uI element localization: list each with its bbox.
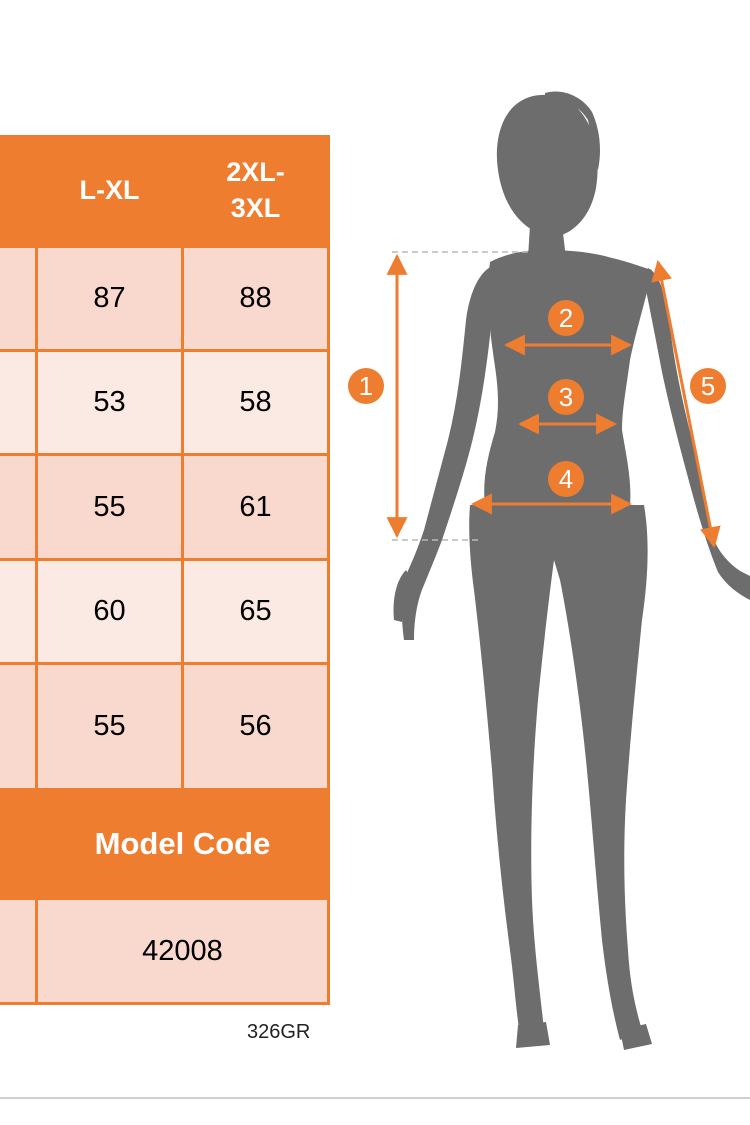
cell-value: 88 [239, 282, 272, 314]
model-code-label-text: Model Code [94, 826, 271, 861]
bottom-divider [0, 1097, 750, 1099]
product-reference: 326GR [247, 1021, 311, 1043]
model-code-value-text: 42008 [142, 934, 223, 967]
table-cell: 56 [184, 665, 327, 788]
table-cell: 88 [184, 248, 327, 349]
cell-value: 58 [239, 386, 272, 418]
cell-value: 53 [93, 386, 126, 418]
cell-value: 87 [93, 282, 126, 314]
table-cell: 55 [38, 665, 181, 788]
table-cell: 55 [38, 456, 181, 558]
measurement-figure: 1 2 3 4 5 [330, 0, 750, 1125]
cropped-cell [0, 561, 35, 662]
table-cell: 58 [184, 352, 327, 453]
body-silhouette-svg: 1 2 3 4 5 [348, 91, 750, 1050]
marker-2: 2 [548, 300, 584, 336]
marker-1: 1 [348, 368, 384, 404]
cell-value: 55 [93, 490, 126, 523]
cropped-cell [0, 352, 35, 453]
table-cell: 60 [38, 561, 181, 662]
marker-4: 4 [548, 461, 584, 497]
cell-value: 65 [239, 595, 272, 627]
marker-5: 5 [690, 368, 726, 404]
marker-4-label: 4 [559, 464, 573, 494]
marker-5-label: 5 [701, 371, 715, 401]
table-cell: 61 [184, 456, 327, 558]
cell-value: 61 [239, 490, 272, 523]
size-table: L-XL 2XL- 3XL 87 88 53 58 55 61 60 65 55… [0, 135, 330, 1005]
cell-value: 60 [93, 595, 126, 627]
arrow-measure-5 [651, 259, 721, 549]
cell-value: 55 [93, 710, 126, 742]
cropped-cell [0, 665, 35, 788]
marker-3: 3 [548, 379, 584, 415]
female-silhouette [393, 91, 750, 1050]
header-size-l-xl: L-XL [38, 135, 181, 245]
header-2xl-line1: 2XL- [226, 157, 285, 187]
table-cell: 53 [38, 352, 181, 453]
cell-value: 56 [239, 710, 272, 742]
table-cell: 65 [184, 561, 327, 662]
marker-1-label: 1 [359, 371, 373, 401]
model-code-label: Model Code [38, 791, 327, 897]
header-size-2xl-3xl: 2XL- 3XL [184, 135, 327, 245]
model-code-value: 42008 [38, 900, 327, 1002]
marker-3-label: 3 [559, 382, 573, 412]
header-l-xl-label: L-XL [79, 175, 140, 205]
header-2xl-line2: 3XL [230, 193, 281, 223]
table-cell: 87 [38, 248, 181, 349]
cropped-cell [0, 248, 35, 349]
marker-2-label: 2 [559, 303, 573, 333]
cropped-cell [0, 900, 35, 1002]
cropped-cell [0, 456, 35, 558]
